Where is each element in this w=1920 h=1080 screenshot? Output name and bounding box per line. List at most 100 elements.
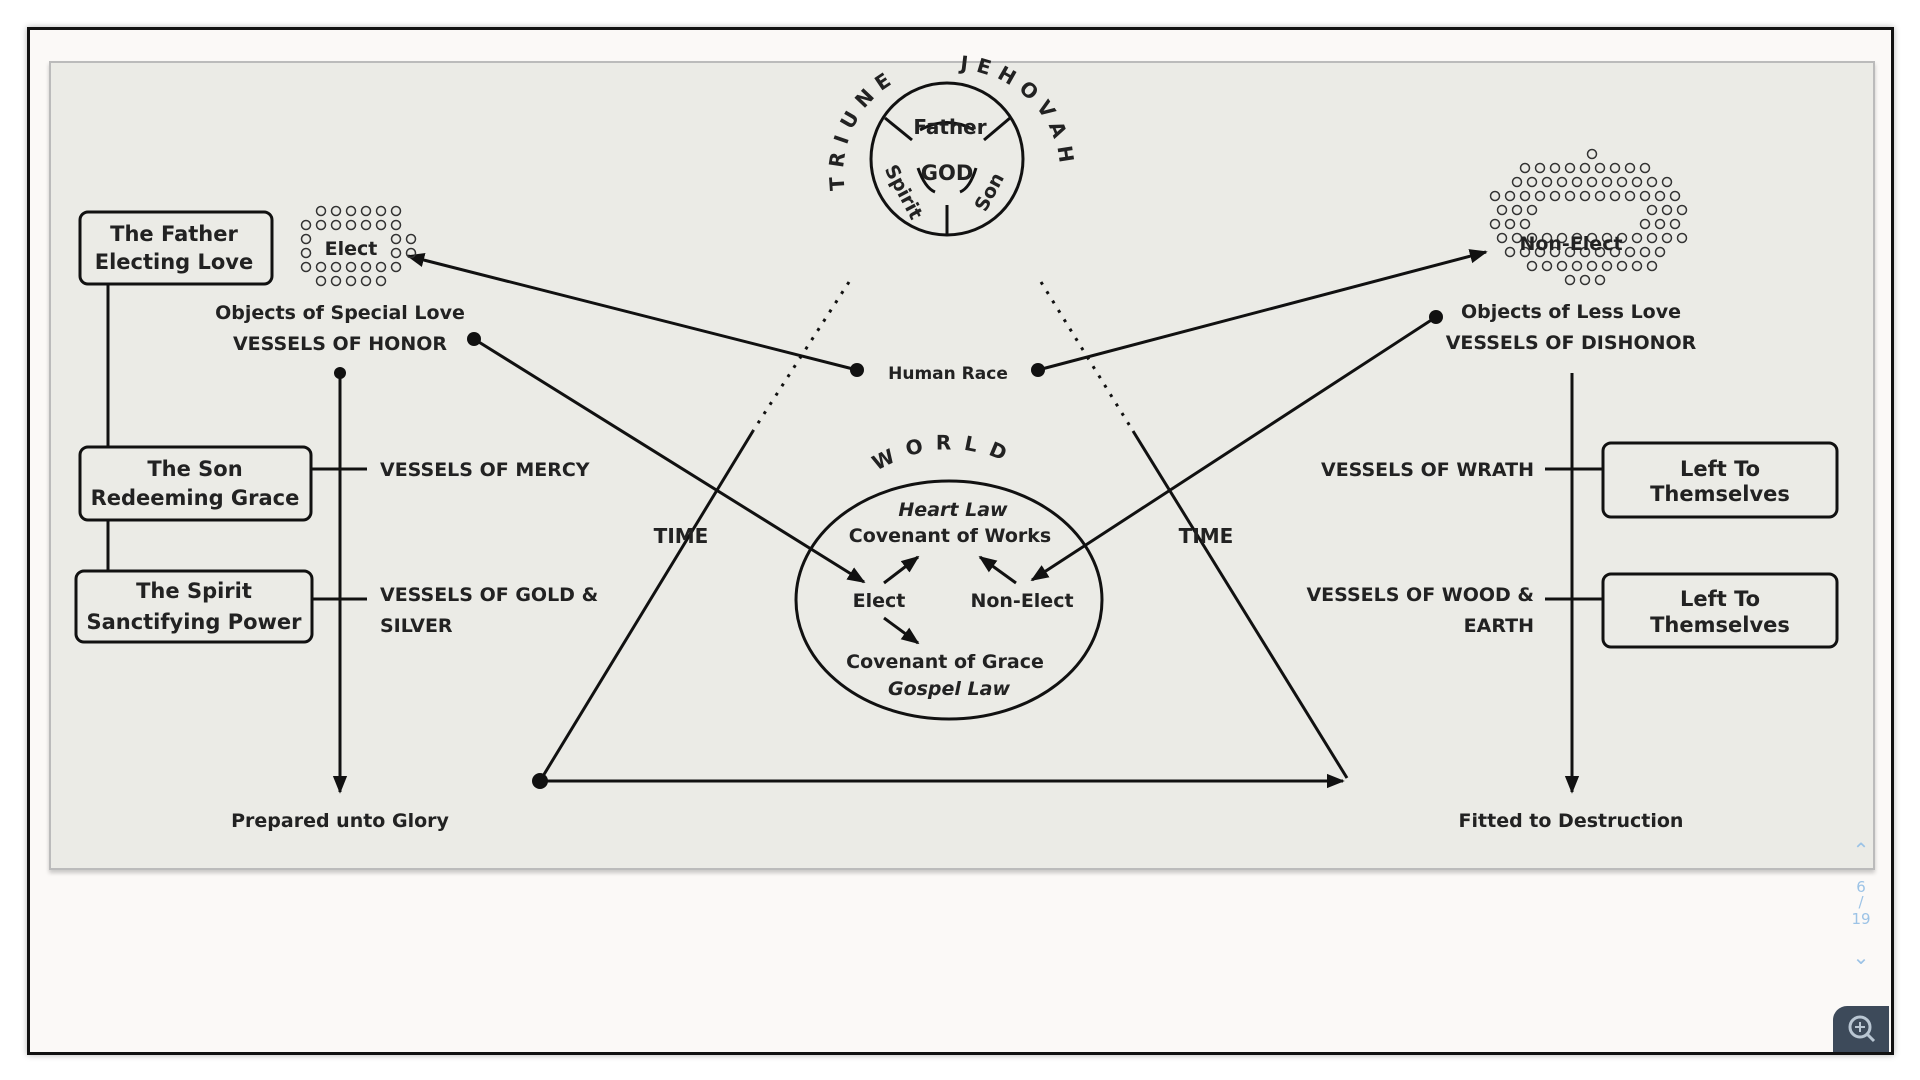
nonelect-dot bbox=[1616, 232, 1628, 244]
nonelect-dot bbox=[1624, 190, 1636, 202]
elect-dot bbox=[330, 219, 342, 231]
heart-law: Heart Law bbox=[898, 499, 1008, 521]
nonelect-dot bbox=[1624, 162, 1636, 174]
elect-dot bbox=[345, 275, 357, 287]
nonelect-dot bbox=[1541, 232, 1553, 244]
nonelect-dot bbox=[1594, 274, 1606, 286]
zoom-in-icon bbox=[1848, 1015, 1876, 1043]
nonelect-dot bbox=[1601, 260, 1613, 272]
nonelect-dot bbox=[1579, 190, 1591, 202]
elect-dot bbox=[390, 205, 402, 217]
son-title: The Son bbox=[147, 457, 242, 481]
nonelect-dot bbox=[1534, 246, 1546, 258]
nonelect-dot bbox=[1646, 176, 1658, 188]
nonelect-dot bbox=[1586, 176, 1598, 188]
nonelect-dot bbox=[1571, 232, 1583, 244]
nonelect-dot bbox=[1639, 246, 1651, 258]
elect-dot bbox=[300, 261, 312, 273]
next-page-button[interactable]: ⌄ bbox=[1852, 945, 1870, 969]
elect-dot bbox=[330, 205, 342, 217]
nonelect-dot bbox=[1639, 162, 1651, 174]
nonelect-dot bbox=[1496, 204, 1508, 216]
elect-dot bbox=[375, 261, 387, 273]
nonelect-dot bbox=[1579, 274, 1591, 286]
elect-dot bbox=[360, 275, 372, 287]
elect-dot bbox=[300, 233, 312, 245]
elect-dot bbox=[390, 219, 402, 231]
nonelect-dot bbox=[1489, 190, 1501, 202]
box-father bbox=[78, 210, 274, 286]
elect-dot bbox=[360, 219, 372, 231]
father-title: The Father bbox=[110, 222, 238, 246]
prev-page-button[interactable]: ⌃ bbox=[1852, 838, 1870, 862]
gospel-law: Gospel Law bbox=[888, 678, 1011, 700]
covenant-grace: Covenant of Grace bbox=[846, 651, 1044, 673]
nonelect-dot bbox=[1609, 162, 1621, 174]
nonelect-dot bbox=[1534, 190, 1546, 202]
nonelect-dot bbox=[1556, 232, 1568, 244]
nonelect-dot bbox=[1676, 232, 1688, 244]
nonelect-dot bbox=[1669, 218, 1681, 230]
nonelect-dot bbox=[1654, 190, 1666, 202]
nonelect-dot bbox=[1511, 232, 1523, 244]
nonelect-dot bbox=[1571, 260, 1583, 272]
nonelect-dot bbox=[1504, 218, 1516, 230]
nonelect-dot bbox=[1586, 148, 1598, 160]
nonelect-dot bbox=[1526, 204, 1538, 216]
fitted-destruction: Fitted to Destruction bbox=[1459, 810, 1684, 832]
world-nonelect: Non-Elect bbox=[970, 590, 1073, 612]
elect-dot bbox=[315, 205, 327, 217]
nonelect-dot bbox=[1564, 274, 1576, 286]
prepared-glory: Prepared unto Glory bbox=[231, 810, 449, 832]
vessels-dishonor: VESSELS OF DISHONOR bbox=[1446, 332, 1697, 354]
elect-dot bbox=[315, 261, 327, 273]
elect-dot bbox=[390, 233, 402, 245]
svg-text:WORLD: WORLD bbox=[868, 430, 1021, 475]
total-pages: 19 bbox=[1851, 910, 1871, 928]
nonelect-dot bbox=[1519, 218, 1531, 230]
elect-dot bbox=[315, 275, 327, 287]
nonelect-dot bbox=[1534, 162, 1546, 174]
vessels-mercy: VESSELS OF MERCY bbox=[380, 459, 590, 481]
elect-dot bbox=[390, 261, 402, 273]
nonelect-dot bbox=[1519, 190, 1531, 202]
nonelect-dot bbox=[1639, 190, 1651, 202]
nonelect-dot bbox=[1541, 260, 1553, 272]
human-race: Human Race bbox=[888, 364, 1008, 384]
elect-dot bbox=[390, 247, 402, 259]
left-to-2-title: Left To bbox=[1680, 587, 1760, 611]
nonelect-dot bbox=[1496, 232, 1508, 244]
nonelect-dot bbox=[1594, 190, 1606, 202]
nonelect-dot bbox=[1579, 246, 1591, 258]
nonelect-dot bbox=[1526, 176, 1538, 188]
spirit-title: The Spirit bbox=[136, 579, 252, 603]
nonelect-dot bbox=[1549, 246, 1561, 258]
elect-dot bbox=[375, 275, 387, 287]
spirit-subtitle: Sanctifying Power bbox=[86, 610, 302, 634]
nonelect-label: Non-Elect bbox=[1519, 233, 1622, 255]
father-subtitle: Electing Love bbox=[95, 250, 254, 274]
zoom-in-button[interactable] bbox=[1833, 1006, 1889, 1052]
elect-dot bbox=[405, 233, 417, 245]
nonelect-dot bbox=[1669, 190, 1681, 202]
covenant-works: Covenant of Works bbox=[849, 525, 1051, 547]
nonelect-dot bbox=[1564, 190, 1576, 202]
nonelect-dot bbox=[1601, 176, 1613, 188]
nonelect-dot bbox=[1489, 218, 1501, 230]
page-separator: / bbox=[1858, 893, 1864, 911]
time-right: TIME bbox=[1179, 524, 1234, 548]
god-father: Father bbox=[913, 115, 986, 139]
less-love: Objects of Less Love bbox=[1461, 301, 1681, 323]
nonelect-dot bbox=[1594, 246, 1606, 258]
nonelect-dot bbox=[1571, 176, 1583, 188]
nonelect-dot bbox=[1639, 218, 1651, 230]
nonelect-dot bbox=[1609, 190, 1621, 202]
nonelect-dot bbox=[1586, 260, 1598, 272]
elect-dot bbox=[345, 261, 357, 273]
nonelect-dot bbox=[1586, 232, 1598, 244]
nonelect-dot bbox=[1661, 176, 1673, 188]
vessels-silver: SILVER bbox=[380, 615, 453, 637]
left-to-1-subtitle: Themselves bbox=[1650, 482, 1790, 506]
